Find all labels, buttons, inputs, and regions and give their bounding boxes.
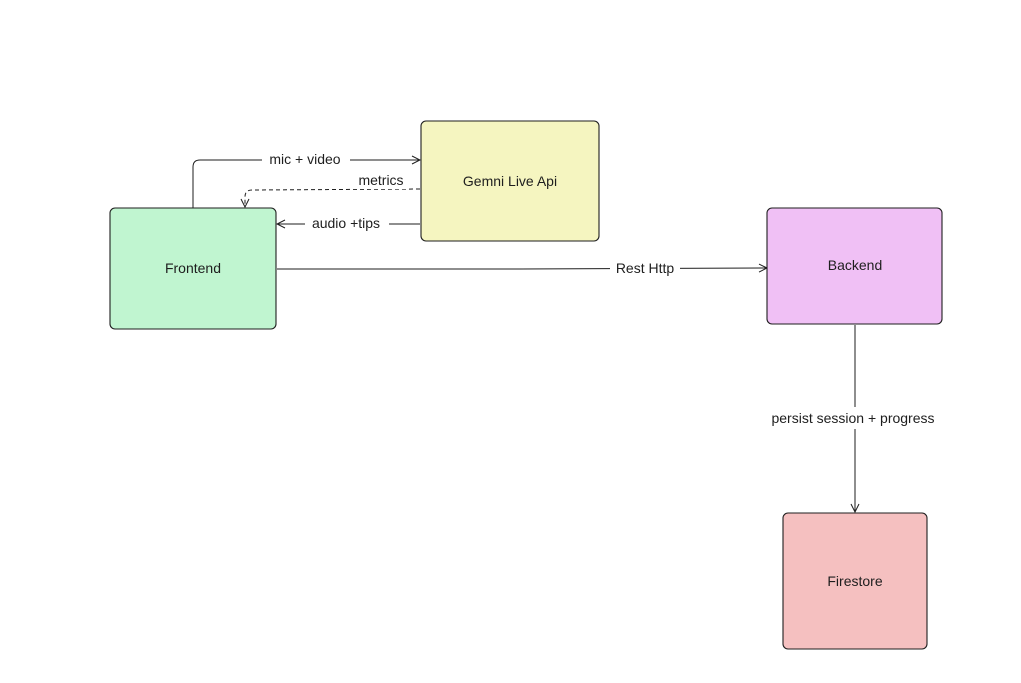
edge-metrics-line: [245, 188, 421, 207]
edge-metrics-label: metrics: [358, 172, 403, 188]
edge-mic-video-line: [192, 160, 420, 208]
edge-mic-video-label: mic + video: [269, 151, 340, 167]
node-firestore[interactable]: Firestore: [782, 512, 928, 650]
node-gemini-label: Gemni Live Api: [463, 173, 557, 189]
edge-rest-http-label: Rest Http: [616, 260, 675, 276]
node-gemini-box: [420, 120, 600, 242]
node-frontend-label: Frontend: [165, 260, 221, 276]
node-backend-box: [766, 207, 943, 325]
node-firestore-box: [782, 512, 928, 650]
edge-persist-label: persist session + progress: [771, 410, 934, 426]
edge-audio-tips-label: audio +tips: [312, 215, 380, 231]
node-firestore-label: Firestore: [827, 573, 882, 589]
node-gemini-live-api[interactable]: Gemni Live Api: [420, 120, 600, 242]
node-backend[interactable]: Backend: [766, 207, 943, 325]
edge-rest-http-line: [277, 268, 767, 269]
node-backend-label: Backend: [828, 257, 882, 273]
node-frontend-box: [109, 207, 277, 330]
node-frontend[interactable]: Frontend: [109, 207, 277, 330]
